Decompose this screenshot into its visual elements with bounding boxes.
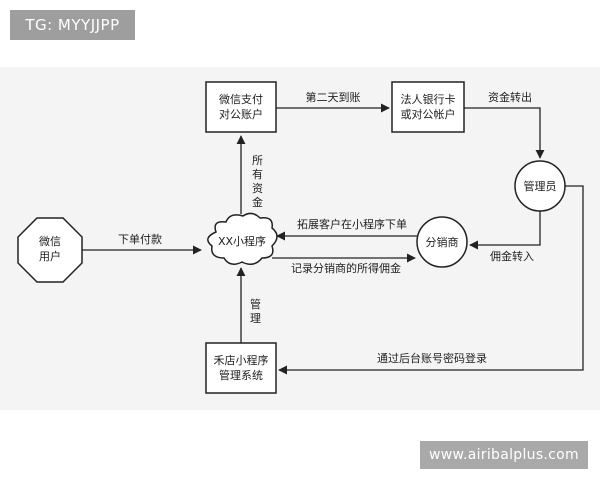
edge-label-all-funds-2: 有 xyxy=(252,167,263,181)
edge-backend-login xyxy=(278,185,584,375)
flow-diagram: 微信 用户 微信支付 对公账户 法人银行卡 或对公帐户 管理员 XX小程序 分销… xyxy=(17,81,584,394)
watermark-text: www.airibalplus.com xyxy=(429,447,579,463)
tag-text: TG: MYYJJPP xyxy=(25,16,120,34)
wechat-user-label-1: 微信 xyxy=(39,234,61,248)
edge-label-all-funds-1: 所 xyxy=(252,154,263,167)
edge-label-all-funds-4: 金 xyxy=(252,195,263,209)
bank-card-label-2: 或对公帐户 xyxy=(401,107,456,121)
tag-badge: TG: MYYJJPP xyxy=(10,10,135,40)
miniprogram-label: XX小程序 xyxy=(218,234,266,248)
edge-label-manage-2: 理 xyxy=(250,312,261,325)
edge-label-commission-in: 佣金转入 xyxy=(490,249,534,263)
wechat-pay-node xyxy=(205,81,277,133)
edge-label-backend-login: 通过后台账号密码登录 xyxy=(377,351,487,365)
diagram-canvas: 微信 用户 微信支付 对公账户 法人银行卡 或对公帐户 管理员 XX小程序 分销… xyxy=(0,67,600,410)
edge-label-record: 记录分销商的所得佣金 xyxy=(291,261,401,275)
wechat-user-label-2: 用户 xyxy=(39,249,61,263)
watermark: www.airibalplus.com xyxy=(420,441,588,469)
wechat-pay-label-2: 对公账户 xyxy=(219,107,263,121)
miniprogram-cloud-node xyxy=(207,212,278,265)
edge-label-fund-out: 资金转出 xyxy=(488,90,532,104)
edge-label-all-funds-3: 资 xyxy=(252,182,263,195)
store-system-node xyxy=(205,342,277,394)
edge-label-expand: 拓展客户在小程序下单 xyxy=(297,217,407,231)
edge-fund-out xyxy=(464,107,545,159)
edge-label-order-pay: 下单付款 xyxy=(118,232,162,246)
store-system-label-1: 禾店小程序 xyxy=(214,353,269,367)
edge-commission-in xyxy=(469,211,541,250)
wechat-pay-label-1: 微信支付 xyxy=(219,92,263,106)
store-system-label-2: 管理系统 xyxy=(219,368,263,382)
bank-card-node xyxy=(391,81,465,133)
edge-label-manage-1: 管 xyxy=(250,297,261,311)
distributor-node xyxy=(416,216,468,268)
admin-label: 管理员 xyxy=(524,179,557,193)
distributor-label: 分销商 xyxy=(426,235,459,249)
edge-label-next-day: 第二天到账 xyxy=(306,90,361,104)
bank-card-label-1: 法人银行卡 xyxy=(401,92,456,106)
wechat-user-node xyxy=(17,217,83,283)
